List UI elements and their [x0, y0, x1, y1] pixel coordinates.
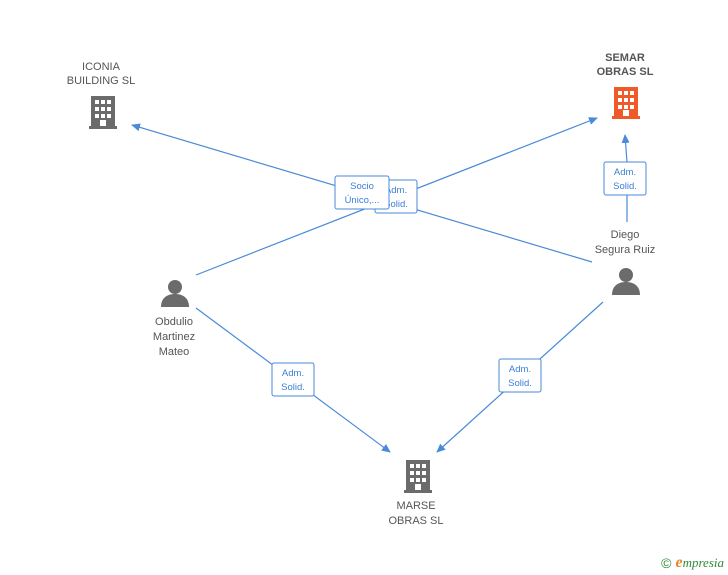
- person-icon: [161, 280, 189, 307]
- node-label-line: Diego: [611, 229, 640, 241]
- brand-footer: © empresia: [661, 554, 724, 572]
- node-semar-obras[interactable]: SEMAR OBRAS SL: [597, 52, 654, 119]
- node-label-line: MARSE: [396, 500, 435, 512]
- node-label-line: Obdulio: [155, 316, 193, 328]
- node-label-line: OBRAS SL: [597, 66, 654, 78]
- node-label-line: Martinez: [153, 331, 195, 343]
- node-diego-segura-ruiz[interactable]: Diego Segura Ruiz: [595, 229, 656, 295]
- edge-label-obdulio-marse[interactable]: Adm. Solid.: [271, 362, 315, 397]
- edges: [131, 117, 627, 453]
- edge-label-line: Adm.: [509, 364, 531, 375]
- empresia-logo[interactable]: empresia: [675, 554, 724, 572]
- node-obdulio-martinez-mateo[interactable]: Obdulio Martinez Mateo: [153, 280, 195, 358]
- edge-label-line: Único,...: [345, 195, 380, 206]
- edge-label-line: Adm.: [614, 167, 636, 178]
- building-icon: [89, 96, 117, 129]
- node-marse-obras[interactable]: MARSE OBRAS SL: [388, 460, 444, 527]
- node-label-line: Mateo: [159, 346, 190, 358]
- edge-label-line: Solid.: [613, 181, 637, 192]
- edge-label-line: Solid.: [508, 378, 532, 389]
- node-label-line: BUILDING SL: [67, 75, 135, 87]
- copyright-icon: ©: [661, 555, 672, 571]
- building-icon: [612, 87, 640, 119]
- edge-label-line: Adm.: [385, 185, 407, 196]
- edge-label-diego-iconia[interactable]: Socio Único,...: [334, 175, 390, 210]
- edge-label-diego-semar[interactable]: Adm. Solid.: [603, 161, 647, 196]
- logo-text: mpresia: [682, 555, 724, 570]
- edge-label-line: Socio: [350, 181, 374, 192]
- edge-label-line: Solid.: [384, 199, 408, 210]
- logo-letter-e: e: [675, 554, 683, 571]
- edge-diego-semar: [625, 135, 627, 222]
- building-icon: [404, 460, 432, 493]
- person-icon: [612, 268, 640, 295]
- edge-label-line: Solid.: [281, 382, 305, 393]
- edge-label-line: Adm.: [282, 368, 304, 379]
- edge-label-diego-marse[interactable]: Adm. Solid.: [498, 358, 542, 393]
- node-label-line: ICONIA: [82, 61, 121, 73]
- node-label-line: OBRAS SL: [388, 515, 443, 527]
- node-label-line: Segura Ruiz: [595, 244, 656, 256]
- node-label-line: SEMAR: [605, 52, 645, 64]
- node-iconia-building[interactable]: ICONIA BUILDING SL: [67, 61, 135, 129]
